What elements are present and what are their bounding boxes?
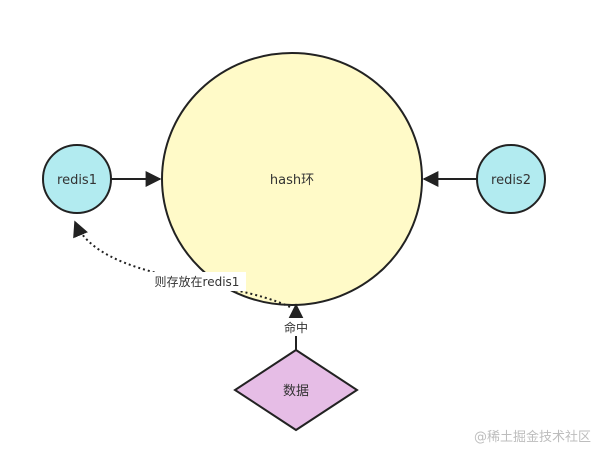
edge-label-hit-text: 命中 (284, 320, 308, 335)
hash-ring-node[interactable]: hash环 (161, 52, 423, 306)
watermark: @稀土掘金技术社区 (473, 430, 591, 445)
data-label: 数据 (283, 384, 309, 399)
edge-label-store: 则存放在redis1 (148, 272, 246, 291)
edge-label-hit: 命中 (280, 318, 312, 336)
redis1-node[interactable]: redis1 (42, 144, 112, 214)
data-shape (233, 348, 359, 432)
edge-label-store-text: 则存放在redis1 (155, 274, 240, 289)
redis1-label: redis1 (57, 173, 97, 188)
hash-ring-label: hash环 (270, 173, 314, 188)
data-node[interactable]: 数据 (233, 348, 359, 432)
redis2-node[interactable]: redis2 (476, 144, 546, 214)
redis2-label: redis2 (491, 173, 531, 188)
